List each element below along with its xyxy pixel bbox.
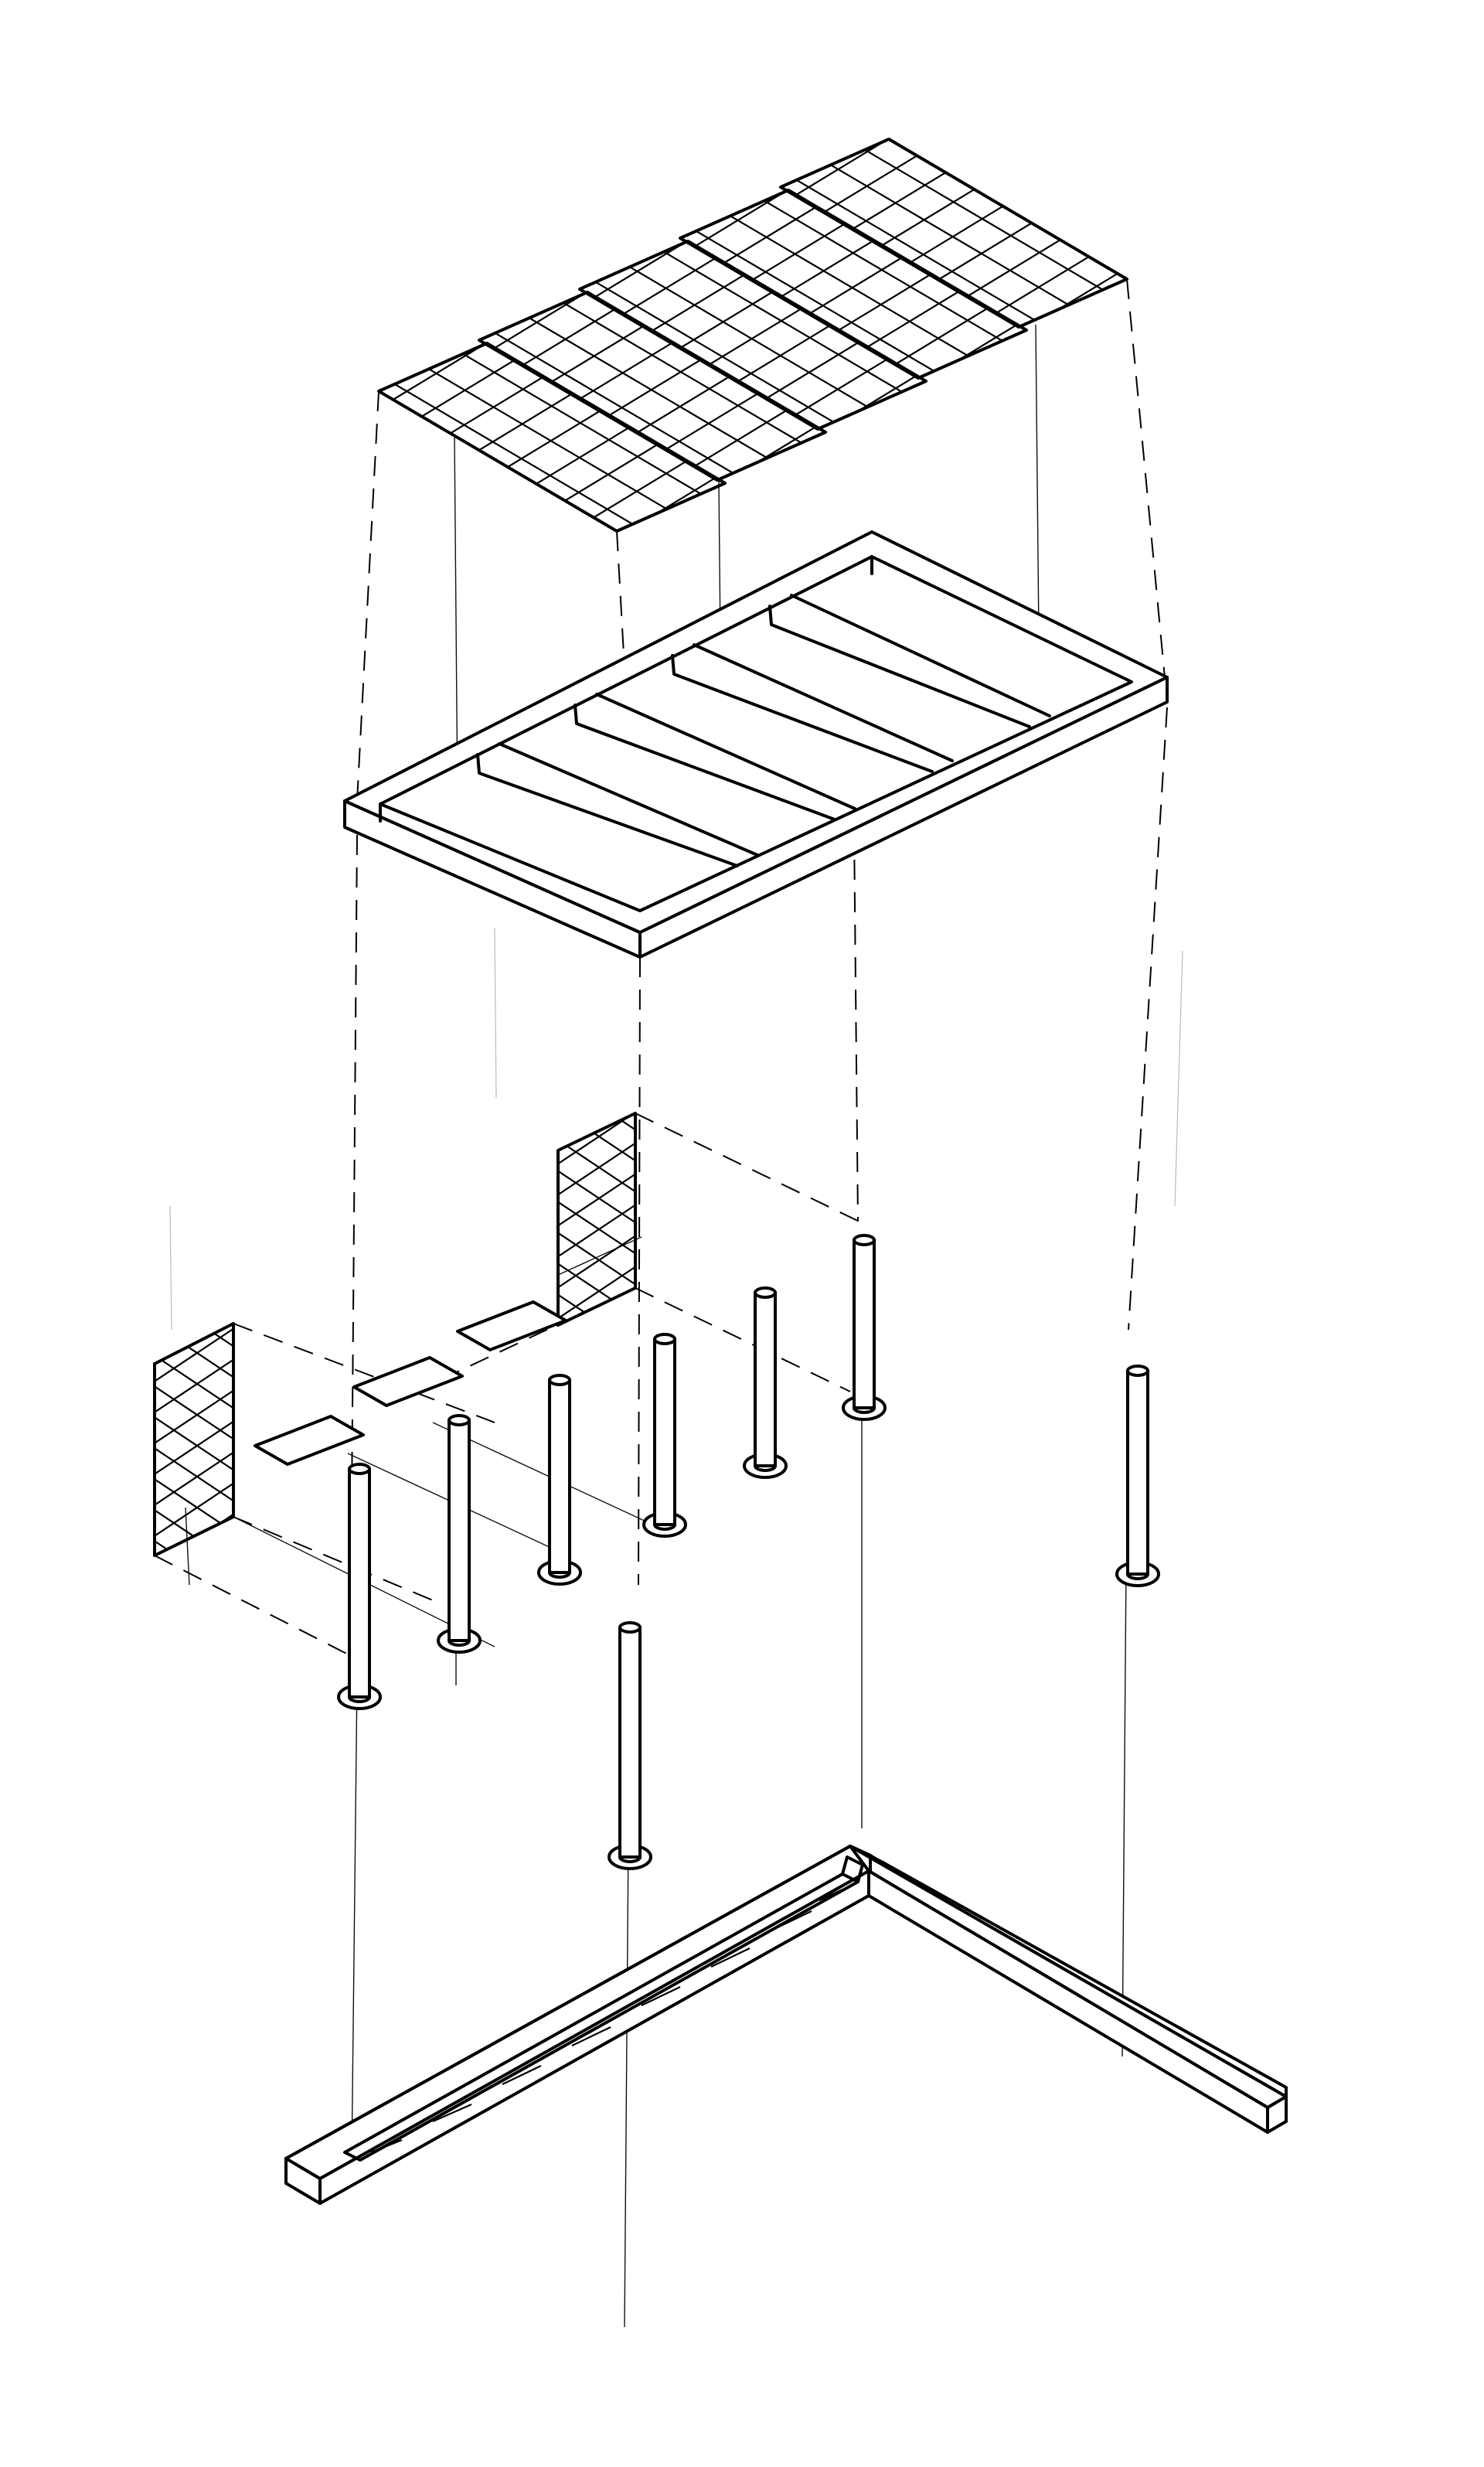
roof-panel [478,291,827,482]
column [743,1286,788,1479]
column [437,1414,482,1654]
floor-pads [254,1300,567,1466]
column [537,1374,582,1586]
l-shaped-ground-beam [284,1845,1288,2205]
construction-lines [169,927,1183,1331]
roof-panel [679,189,1028,380]
floor-pad [352,1356,464,1407]
projection-lines [154,278,1168,1663]
hatched-wall-screens [153,1112,637,1557]
floor-pad [456,1300,567,1351]
column [642,1333,687,1538]
floor-pad [254,1415,365,1466]
frame-bay-dividers [476,594,1051,867]
wall-screen [153,1322,235,1557]
columns [337,1234,1160,1870]
column [1115,1365,1160,1587]
column [337,1463,382,1710]
column [608,1621,652,1870]
roof-frame [343,530,1169,959]
column [842,1234,887,1421]
roof-panel [779,138,1128,329]
roof-panel [578,240,928,431]
